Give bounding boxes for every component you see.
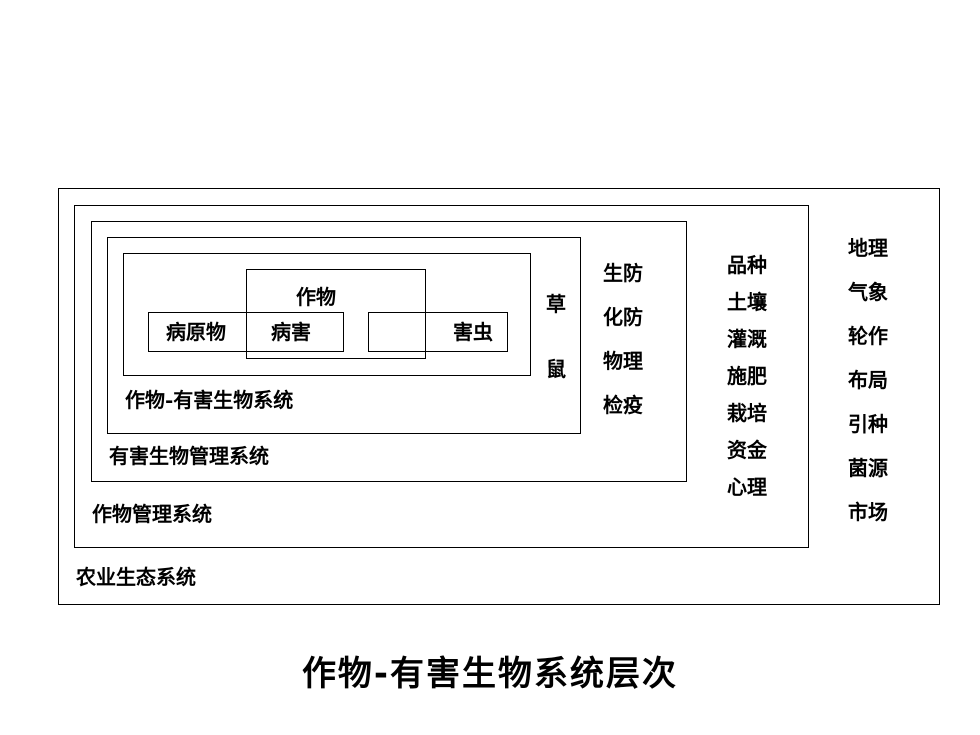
control-methods-list: 生防 化防 物理 检疫 — [603, 263, 643, 415]
pest-management-box — [91, 221, 687, 482]
eco-factor-item: 地理 — [848, 236, 888, 260]
control-method-item: 化防 — [603, 305, 643, 329]
crop-factor-item: 施肥 — [727, 364, 767, 388]
crop-factor-item: 土壤 — [727, 290, 767, 314]
crop-factor-item: 品种 — [727, 253, 767, 277]
crop-pest-system-label: 作物-有害生物系统 — [125, 388, 294, 412]
rodent-label: 鼠 — [546, 357, 566, 381]
crop-management-label: 作物管理系统 — [92, 502, 212, 526]
crop-label: 作物 — [296, 285, 336, 309]
pest-management-label: 有害生物管理系统 — [109, 444, 269, 468]
eco-factor-item: 轮作 — [848, 324, 888, 348]
eco-factor-item: 引种 — [848, 412, 888, 436]
pathogen-label: 病原物 — [166, 320, 226, 344]
insect-label: 害虫 — [453, 320, 493, 344]
eco-factor-item: 气象 — [848, 280, 888, 304]
pathogen-disease-box — [148, 312, 344, 352]
crop-pest-system-box — [107, 237, 581, 434]
agro-ecosystem-box — [58, 188, 940, 605]
disease-label: 病害 — [271, 320, 311, 344]
eco-factor-item: 布局 — [848, 368, 888, 392]
crop-box — [246, 269, 426, 359]
control-method-item: 物理 — [603, 349, 643, 373]
insect-box — [368, 312, 508, 352]
control-method-item: 生防 — [603, 261, 643, 285]
control-method-item: 检疫 — [603, 393, 643, 417]
diagram-title: 作物-有害生物系统层次 — [301, 654, 679, 694]
crop-factor-item: 心理 — [727, 475, 767, 499]
core-interaction-box — [123, 253, 531, 376]
eco-factors-list: 地理 气象 轮作 布局 引种 菌源 市场 — [848, 238, 888, 522]
crop-factor-item: 资金 — [727, 438, 767, 462]
crop-factor-item: 灌溉 — [727, 327, 767, 351]
crop-factor-item: 栽培 — [727, 401, 767, 425]
crop-management-box — [74, 205, 809, 548]
weed-label: 草 — [546, 292, 566, 316]
crop-factors-list: 品种 土壤 灌溉 施肥 栽培 资金 心理 — [727, 255, 767, 497]
agro-ecosystem-label: 农业生态系统 — [76, 565, 196, 589]
eco-factor-item: 市场 — [848, 500, 888, 524]
eco-factor-item: 菌源 — [848, 456, 888, 480]
